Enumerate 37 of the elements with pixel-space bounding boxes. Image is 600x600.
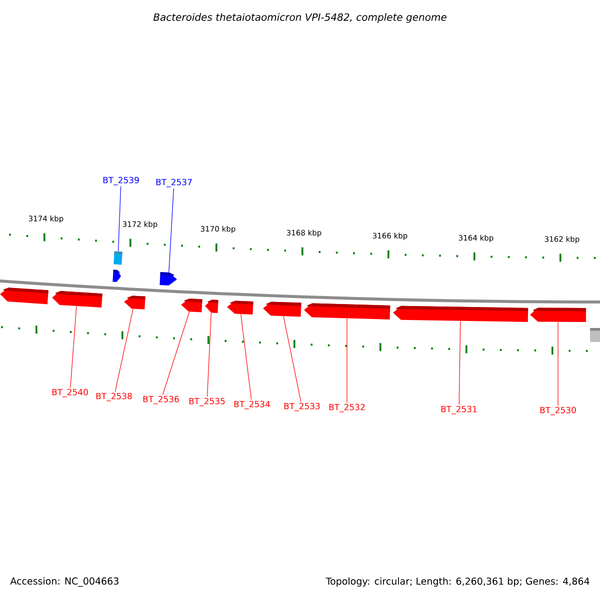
gene-block: [304, 303, 390, 320]
gene-label: BT_2534: [234, 400, 270, 410]
gene-label: BT_2531: [441, 406, 477, 414]
title: Bacteroides thetaiotaomicron VPI-5482, complete genome: [153, 13, 446, 23]
gene-label: BT_2540: [52, 388, 88, 398]
leader-line: [346, 318, 348, 403]
leader-line: [283, 316, 302, 402]
leader-line: [168, 188, 174, 273]
gene-label: BT_2530: [540, 406, 576, 416]
leader-line: [458, 320, 461, 405]
leader-line: [162, 312, 190, 395]
gene-label: BT_2538: [96, 392, 132, 402]
gene-block: [0, 288, 48, 304]
gene-block: [114, 251, 122, 265]
gene-block: [205, 300, 218, 313]
gene-block: [160, 272, 177, 286]
gene-label: BT_2535: [189, 398, 225, 406]
gene-block: [181, 298, 202, 312]
gene-label: BT_2536: [143, 396, 179, 404]
footer-text: Topology: circular; Length: 6,260,361 bp; Genes: 4,864: [326, 577, 590, 587]
gene-label: BT_2539: [103, 176, 139, 186]
gene-block: [124, 296, 146, 310]
gene-block: [112, 270, 121, 282]
leader-line: [114, 308, 134, 392]
gene-block: [263, 302, 302, 317]
gene-label: BT_2532: [329, 404, 365, 412]
leader-line: [206, 312, 212, 397]
footer-text: Accession: NC_004663: [10, 577, 118, 587]
leader-line: [240, 314, 252, 400]
gene-block: [590, 328, 600, 342]
leader-line: [118, 186, 122, 252]
gene-block: [52, 291, 102, 308]
leader-line: [70, 306, 77, 388]
gene-block: [530, 308, 586, 322]
gene-block: [227, 300, 254, 314]
gene-label: BT_2537: [156, 178, 192, 188]
gene-label: BT_2533: [284, 402, 320, 412]
